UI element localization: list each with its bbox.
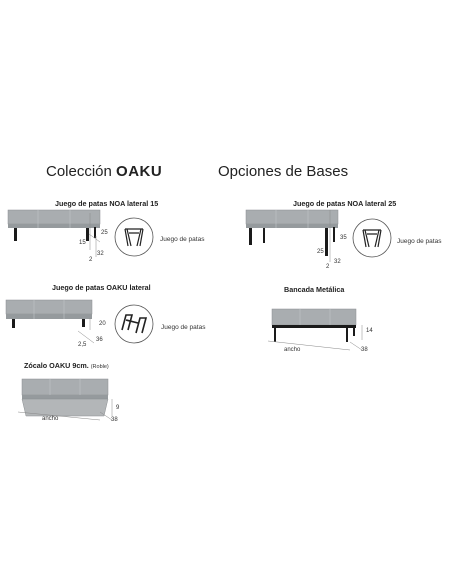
zocalo-dim-depth: 38 — [111, 417, 118, 423]
section-title-noa15: Juego de patas NOA lateral 15 — [55, 199, 159, 208]
noa25-dim-thickness: 2 — [326, 264, 330, 270]
section-title-noa25: Juego de patas NOA lateral 25 — [293, 199, 397, 208]
zocalo-dim-height: 9 — [116, 405, 120, 411]
noa15-dim-thickness: 2 — [89, 257, 93, 263]
noa15-legs-label: Juego de patas — [160, 236, 205, 243]
collection-name: OAKU — [116, 163, 163, 180]
zocalo-width-label: ancho — [42, 416, 59, 422]
section-title-bancada: Bancada Metálica — [284, 285, 345, 294]
bancada-dim-depth: 38 — [361, 347, 368, 353]
oaku-legs-label: Juego de patas — [161, 324, 206, 331]
noa25-dim-depth: 32 — [334, 259, 341, 265]
section-title-zocalo: Zócalo OAKU 9cm. (Roble) — [24, 361, 109, 370]
collection-prefix: Colección — [46, 163, 112, 180]
collection-title: Colección OAKU — [46, 163, 162, 180]
zocalo-title-note: (Roble) — [90, 364, 109, 370]
section-title-oaku-lateral: Juego de patas OAKU lateral — [52, 283, 151, 292]
options-title: Opciones de Bases — [218, 163, 349, 180]
noa25-legs-label: Juego de patas — [397, 238, 442, 245]
oaku-dim-depth: 36 — [96, 337, 103, 343]
noa15-legs-icon-circle — [114, 217, 154, 257]
noa25-dim-leg: 25 — [317, 249, 324, 255]
oaku-legs-icon-circle — [114, 304, 154, 344]
noa25-legs-icon-circle — [352, 218, 392, 258]
noa15-dim-height: 25 — [101, 230, 108, 236]
oaku-dim-height: 20 — [99, 321, 106, 327]
noa25-dim-height: 35 — [340, 235, 347, 241]
noa15-dim-leg: 15 — [79, 240, 86, 246]
oaku-dim-thickness: 2,5 — [78, 342, 87, 348]
zocalo-title-text: Zócalo OAKU 9cm. — [24, 361, 89, 370]
bancada-dim-height: 14 — [366, 328, 373, 334]
bancada-width-label: ancho — [284, 347, 301, 353]
noa15-dim-depth: 32 — [97, 251, 104, 257]
